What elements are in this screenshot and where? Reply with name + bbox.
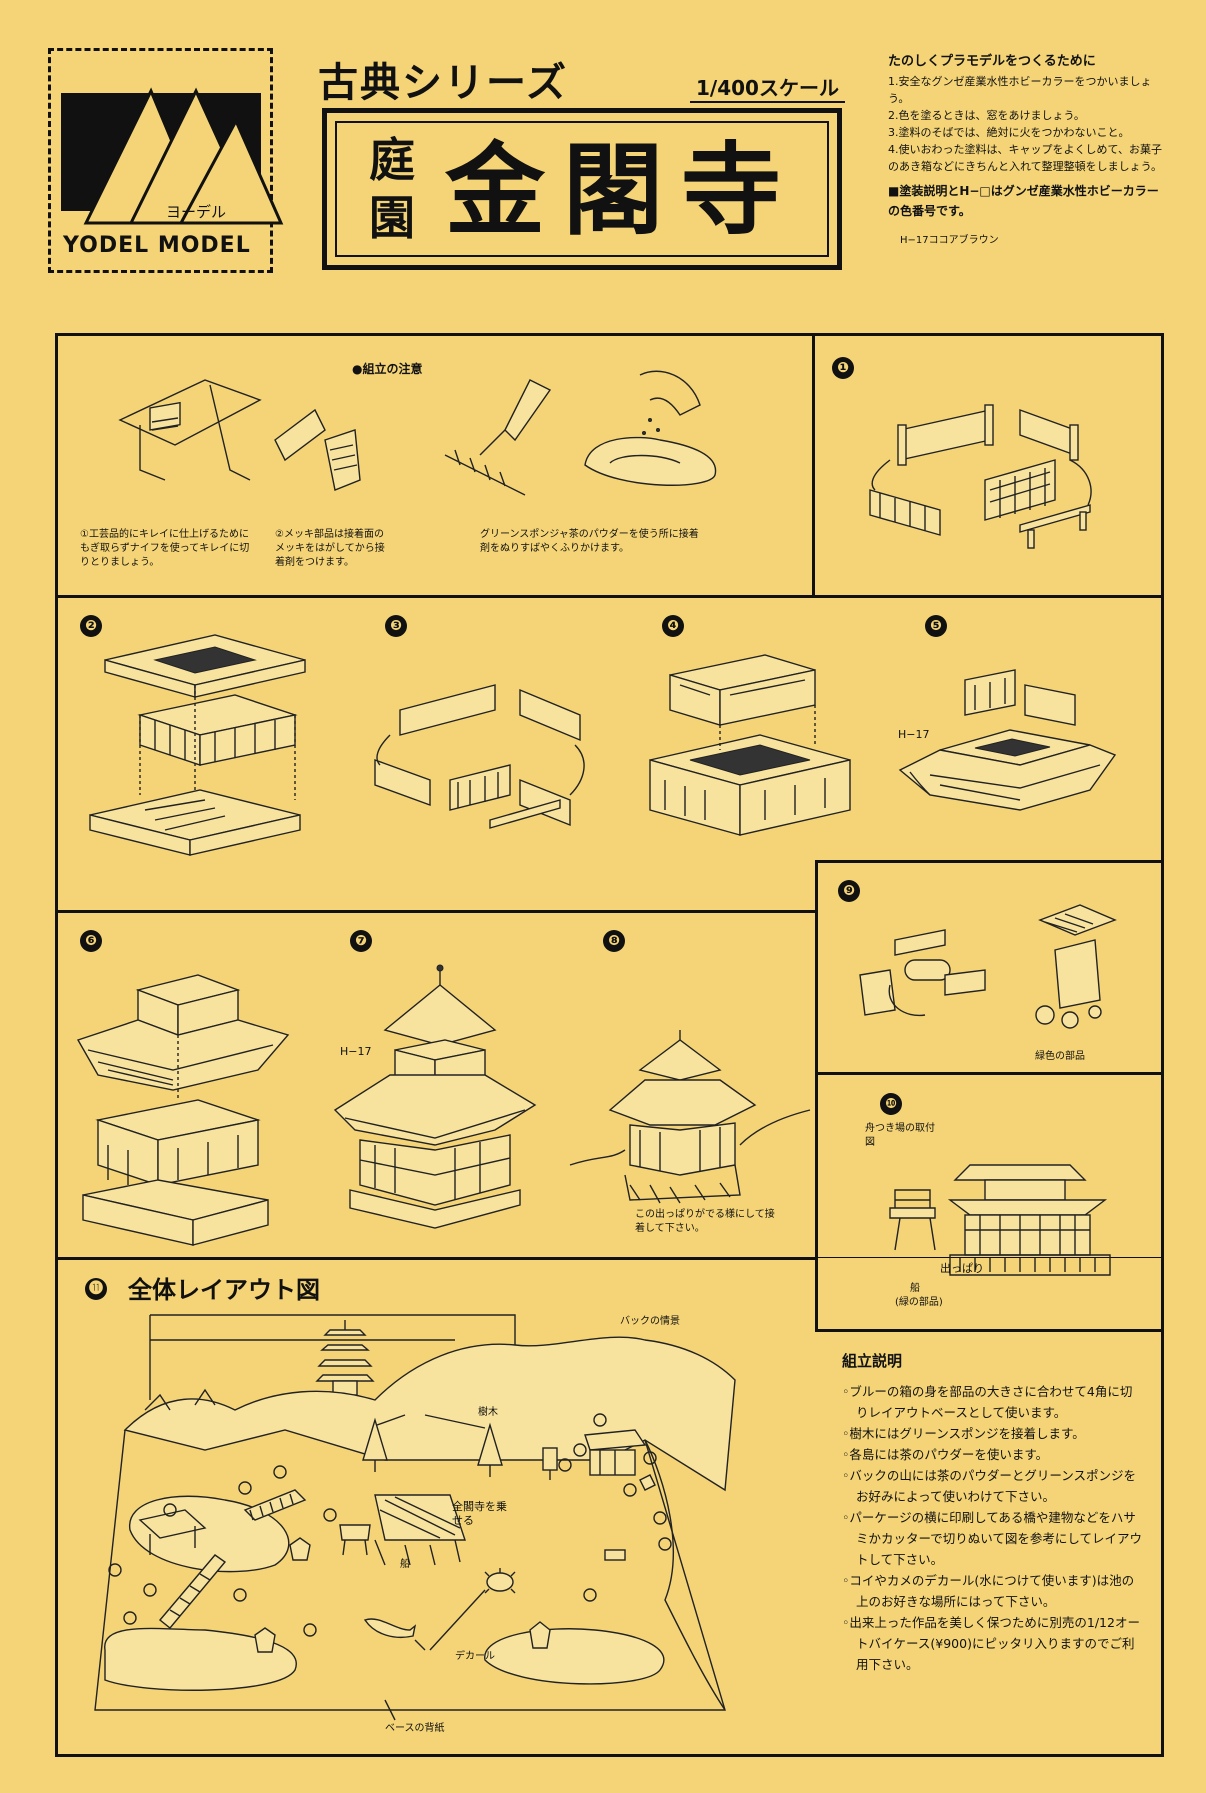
step9-parts-illustration — [859, 904, 1117, 1029]
step10-boat-dock-illustration — [889, 1164, 1111, 1276]
kinkaku-label: 全閣寺を乗せる — [452, 1500, 507, 1527]
assembly-item: ◦各島には茶のパウダーを使います。 — [842, 1447, 1049, 1462]
plated-part-illustration — [274, 408, 361, 491]
step9-panel — [815, 860, 1164, 1075]
notice-note-1: ①工芸品的にキレイに仕上げるためにもぎ取らずナイフを使ってキレイに切りとりましょ… — [80, 529, 250, 568]
series-title: 古典シリーズ — [318, 59, 568, 106]
step-number: ❻ — [80, 930, 102, 952]
step-number: ❼ — [350, 930, 372, 952]
safety-heading: たのしくプラモデルをつくるために — [888, 54, 1096, 69]
cutting-parts-illustration — [118, 379, 262, 481]
trees-label: 樹木 — [478, 1407, 498, 1418]
layout-diagram — [94, 1314, 736, 1721]
safety-item: 1.安全なグンゼ産業水性ホビーカラーをつかいましょう。 — [888, 75, 1152, 105]
assembly-item: ◦樹木にはグリーンスポンジを接着します。 — [842, 1426, 1085, 1441]
step6-roof-assembly-illustration — [76, 974, 290, 1246]
main-title: 金閣寺 — [445, 131, 799, 249]
step8-mounting-illustration — [569, 1030, 811, 1204]
step-number: ❶ — [832, 357, 854, 379]
boat-parts-label: (緑の部品) — [895, 1297, 943, 1308]
step2-floors-illustration — [89, 634, 306, 856]
step-number: ❽ — [603, 930, 625, 952]
back-scene-label: バックの情景 — [620, 1316, 680, 1327]
base-paper-label: ベースの背紙 — [385, 1723, 445, 1734]
step-number: ❾ — [838, 880, 860, 902]
color-code-label: H−17 — [340, 1045, 372, 1058]
color-code-label: H−17 — [898, 728, 930, 741]
step-number: ❺ — [925, 615, 947, 637]
notice-note-2: ②メッキ部品は接着面のメッキをはがしてから接着剤をつけます。 — [275, 529, 385, 568]
step10-title: 舟つき場の取付図 — [865, 1123, 935, 1148]
step8-note: この出っぱりがでる様にして接着して下さい。 — [635, 1209, 775, 1234]
paint-note: ■塗装説明とH−□はグンゼ産業水性ホビーカラーの色番号です。 — [888, 184, 1159, 218]
assembly-item: ◦出来上った作品を美しく保つために別売の1/12オートバイケース(¥900)にピ… — [842, 1615, 1140, 1672]
safety-item: 3.塗料のそばでは、絶対に火をつかわないこと。 — [888, 126, 1130, 139]
layout-title: 全体レイアウト図 — [128, 1276, 320, 1304]
step4-structure-illustration — [649, 654, 851, 836]
logo-text: YODEL MODEL — [63, 233, 251, 258]
steps2-5-panel — [55, 595, 1164, 913]
assembly-item: ◦コイやカメのデカール(水につけて使います)は池の上のお好きな場所にはって下さい… — [842, 1573, 1135, 1609]
assembly-item: ◦パーケージの横に印刷してある橋や建物などをハサミかカッターで切りぬいて図を参考… — [842, 1510, 1143, 1567]
main-title-small: 庭園 — [369, 133, 415, 245]
layout-boat-label: 船 — [400, 1559, 410, 1570]
assembly-item: ◦バックの山には茶のパウダーとグリーンスポンジをお好みによって使いわけて下さい。 — [842, 1468, 1136, 1504]
step-number: ❸ — [385, 615, 407, 637]
assembly-heading: 組立説明 — [842, 1352, 903, 1370]
mountain-logo-icon — [83, 87, 284, 225]
main-title-box: 庭園 金閣寺 — [322, 108, 842, 270]
layout-panel — [55, 1257, 1164, 1757]
step-number: ❷ — [80, 615, 102, 637]
sprinkle-powder-illustration — [584, 370, 717, 486]
scale-badge: 1/400スケール — [690, 72, 845, 103]
notice-heading: ●組立の注意 — [352, 362, 423, 376]
assembly-notes: 組立説明 ◦ブルーの箱の身を部品の大きさに合わせて4角に切りレイアウトベースとし… — [842, 1350, 1142, 1675]
step-number: ❿ — [880, 1093, 902, 1115]
step-number: ⓫ — [85, 1278, 107, 1300]
green-parts-label: 緑色の部品 — [1035, 1051, 1085, 1062]
notice-note-3: グリーンスポンジャ茶のパウダーを使う所に接着剤をぬりすばやくふりかけます。 — [480, 529, 699, 554]
step1-walls-illustration — [869, 404, 1092, 549]
brush-illustration — [444, 379, 552, 496]
assembly-item: ◦ブルーの箱の身を部品の大きさに合わせて4角に切りレイアウトベースとして使います… — [842, 1384, 1133, 1420]
step5-top-floor-illustration — [898, 669, 1117, 811]
step3-walls-illustration — [374, 684, 585, 829]
deppari-label: 出っぱり — [940, 1262, 984, 1275]
brand-logo: ヨーデル YODEL MODEL — [48, 48, 284, 273]
color-code: H−17ココアブラウン — [900, 235, 999, 246]
safety-item: 2.色を塗るときは、窓をあけましょう。 — [888, 109, 1085, 122]
decal-label: デカール — [455, 1651, 495, 1662]
boat-label: 船 — [910, 1283, 920, 1294]
step-number: ❹ — [662, 615, 684, 637]
logo-katakana: ヨーデル — [166, 203, 227, 221]
step7-pavilion-illustration — [333, 964, 537, 1229]
safety-notes: たのしくプラモデルをつくるために 1.安全なグンゼ産業水性ホビーカラーをつかいま… — [888, 50, 1163, 246]
safety-item: 4.使いおわった塗料は、キャップをよくしめて、お菓子のあき箱などにきちんと入れて… — [888, 143, 1163, 173]
